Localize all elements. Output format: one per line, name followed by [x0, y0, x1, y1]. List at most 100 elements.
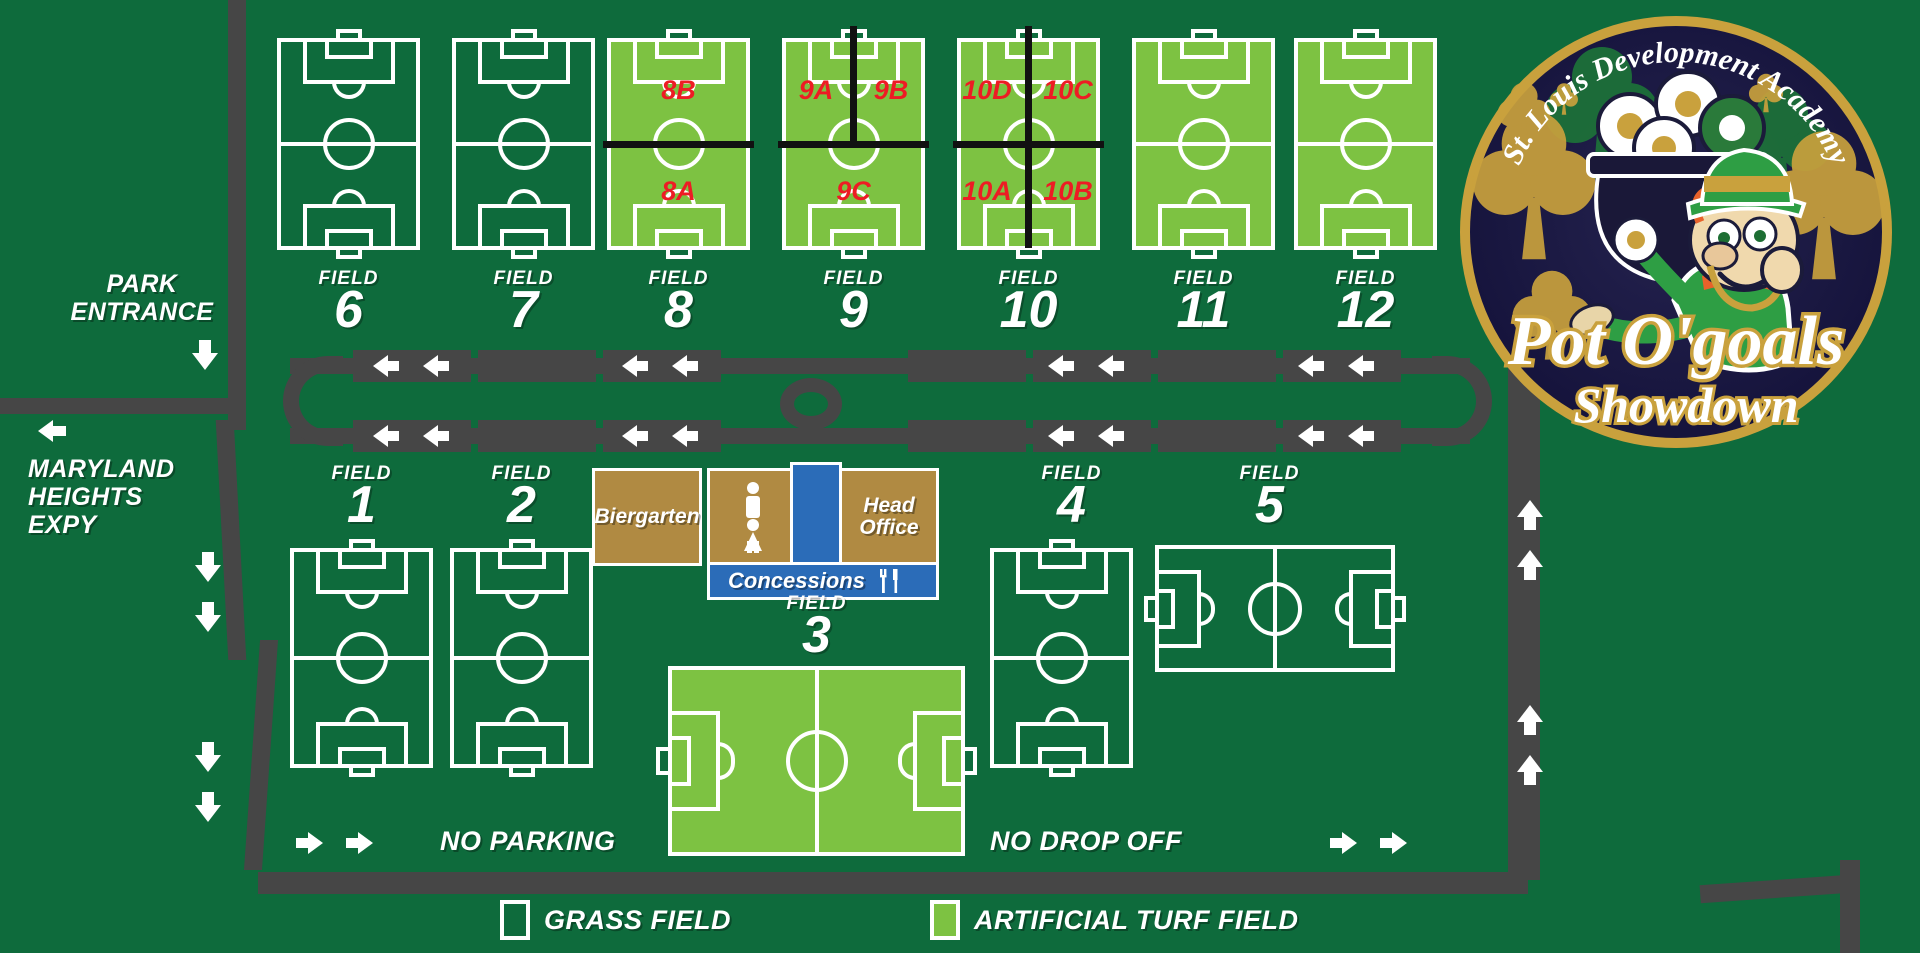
field-word: FIELD	[1335, 268, 1396, 289]
concessions-vertical-stem[interactable]	[790, 462, 842, 568]
subfield-8B-label[interactable]: 8B	[661, 75, 696, 105]
field-6-label: FIELD 6	[277, 269, 420, 337]
goal-box-bottom	[1037, 747, 1086, 768]
head-office-label: Head Office	[859, 493, 919, 539]
penalty-arc-right	[898, 742, 915, 780]
event-logo[interactable]: St. Louis Development Academy Pot O'goal…	[1452, 8, 1900, 456]
goal-top	[335, 29, 362, 40]
field-word: FIELD	[331, 463, 392, 484]
penalty-box-right	[1349, 569, 1395, 648]
goal-bottom	[1048, 766, 1075, 777]
penalty-arc-bottom	[661, 189, 696, 206]
field-7-pitch[interactable]	[452, 29, 595, 259]
field-3-pitch[interactable]	[656, 666, 977, 856]
field-9-divider-vertical-top	[850, 26, 857, 145]
field-5-label: FIELD 5	[1198, 463, 1341, 535]
logo-title-line2: Showdown	[1573, 377, 1798, 433]
penalty-box-right	[913, 711, 965, 811]
concessions-label: Concessions	[728, 568, 865, 594]
biergarten-building[interactable]: Biergarten	[592, 468, 702, 566]
no-parking-label: NO PARKING	[440, 826, 616, 856]
goal-box-bottom	[654, 229, 703, 250]
field-number: 7	[509, 281, 538, 340]
penalty-box-bottom	[1157, 204, 1250, 250]
head-office-building[interactable]: Head Office	[839, 468, 939, 566]
road-bottom-horizontal	[258, 872, 1528, 894]
field-8-divider-horizontal	[603, 141, 754, 148]
penalty-arc-right	[1335, 591, 1351, 626]
goal-left	[656, 747, 669, 775]
goal-bottom	[335, 248, 362, 259]
penalty-arc-bottom	[331, 189, 366, 206]
center-circle	[322, 118, 375, 170]
field-3-label: FIELD 3	[745, 593, 888, 665]
field-word: FIELD	[491, 463, 552, 484]
restroom-icons	[744, 482, 762, 553]
restrooms-building[interactable]	[707, 468, 799, 566]
goal-box-top	[324, 38, 373, 59]
penalty-arc-bottom	[344, 707, 379, 724]
legend-swatch-turf-icon	[930, 900, 960, 940]
field-1-pitch[interactable]	[290, 539, 433, 777]
penalty-arc-top	[1044, 592, 1079, 609]
field-number: 5	[1255, 476, 1284, 535]
goal-box-top	[654, 38, 703, 59]
subfield-9C-label[interactable]: 9C	[836, 176, 871, 206]
penalty-arc-bottom	[836, 189, 871, 206]
goal-right	[1394, 595, 1406, 622]
field-number: 12	[1336, 281, 1395, 340]
logo-title-line1: Pot O'goals	[1507, 303, 1844, 380]
field-word: FIELD	[998, 268, 1059, 289]
field-word: FIELD	[786, 593, 847, 614]
field-5-pitch[interactable]	[1144, 545, 1406, 672]
subfield-10A-label[interactable]: 10A	[962, 176, 1012, 206]
goal-top	[1048, 539, 1075, 550]
parking-block	[603, 350, 721, 382]
parking-block	[603, 420, 721, 452]
goal-box-left	[1155, 588, 1175, 629]
legend-grass-label: GRASS FIELD	[544, 904, 732, 935]
subfield-8A-label[interactable]: 8A	[661, 176, 696, 206]
goal-bottom	[1352, 248, 1379, 259]
parking-block	[908, 420, 1026, 452]
field-number: 2	[507, 476, 536, 535]
penalty-arc-top	[1348, 82, 1383, 99]
field-8-label: FIELD 8	[607, 269, 750, 340]
subfield-10D-label[interactable]: 10D	[962, 75, 1012, 105]
parking-block	[1158, 420, 1276, 452]
field-number: 8	[664, 281, 693, 340]
field-2-pitch[interactable]	[450, 539, 593, 777]
center-circle	[1248, 581, 1302, 636]
center-circle	[497, 118, 550, 170]
field-number: 10	[999, 281, 1058, 340]
center-circle	[1035, 632, 1088, 684]
road-left-vertical-lower2	[243, 640, 279, 870]
goal-bottom	[1190, 248, 1217, 259]
penalty-arc-bottom	[506, 189, 541, 206]
subfield-9A-label[interactable]: 9A	[798, 75, 834, 105]
parking-block	[478, 420, 596, 452]
field-word: FIELD	[1239, 463, 1300, 484]
field-12-pitch[interactable]	[1294, 29, 1437, 259]
road-right-far-curve2	[1699, 874, 1851, 904]
field-4-pitch[interactable]	[990, 539, 1133, 777]
center-circle	[335, 632, 388, 684]
penalty-box-bottom	[807, 204, 900, 250]
field-6-pitch[interactable]	[277, 29, 420, 259]
field-11-pitch[interactable]	[1132, 29, 1275, 259]
subfield-9B-label[interactable]: 9B	[873, 75, 909, 105]
goal-box-bottom	[829, 229, 878, 250]
penalty-arc-top	[1186, 82, 1221, 99]
fork-knife-icon	[879, 569, 898, 593]
field-number: 3	[802, 606, 831, 665]
field-number: 11	[1176, 281, 1231, 340]
goal-top	[665, 29, 692, 40]
penalty-box-bottom	[315, 722, 408, 768]
subfield-10B-label[interactable]: 10B	[1043, 176, 1093, 206]
goal-box-top	[497, 548, 546, 569]
concessions-building[interactable]: Concessions	[707, 562, 939, 600]
legend-swatch-grass-icon	[500, 900, 530, 940]
subfield-10C-label[interactable]: 10C	[1043, 75, 1093, 105]
goal-box-top	[1037, 548, 1086, 569]
